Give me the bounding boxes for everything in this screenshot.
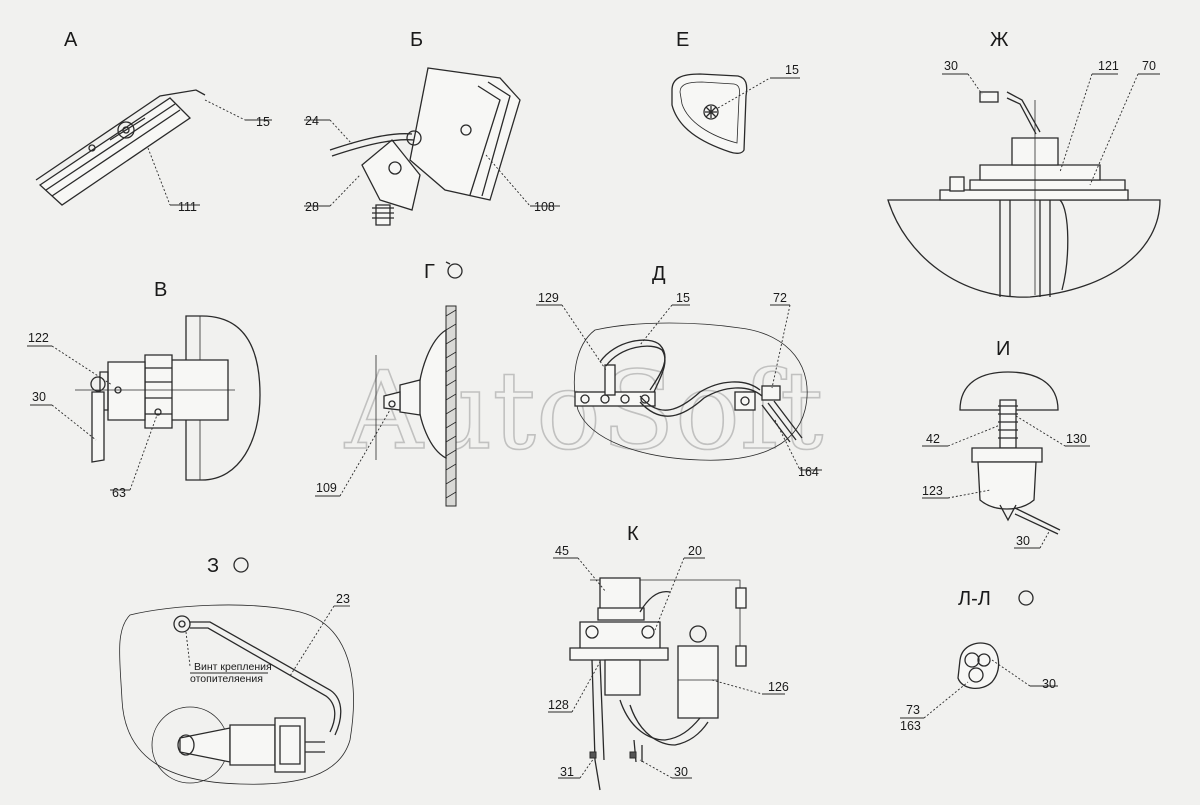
view-g-callout-109: 109 <box>316 481 337 495</box>
view-zh-label: Ж <box>990 29 1009 51</box>
view-i-callout-123: 123 <box>922 484 943 498</box>
view-z-callout-23: 23 <box>336 592 350 606</box>
view-k-callout-20: 20 <box>688 544 702 558</box>
view-e: Е 15 <box>671 29 800 154</box>
view-e-callout-15: 15 <box>785 63 799 77</box>
view-i-callout-30: 30 <box>1016 534 1030 548</box>
view-v: В 122 30 63 <box>27 279 261 500</box>
view-d-part <box>573 322 808 461</box>
view-v-part <box>75 315 261 481</box>
view-e-part <box>671 73 748 154</box>
view-g: Г 109 <box>315 261 463 507</box>
view-b-callout-28: 28 <box>305 200 319 214</box>
view-zh: Ж 30 121 70 <box>887 29 1161 298</box>
view-z-note-line2: отопителяения <box>190 673 263 685</box>
view-v-label: В <box>154 279 167 301</box>
view-i-label: И <box>996 338 1010 360</box>
view-d: Д 129 15 72 164 <box>536 263 822 479</box>
view-k-callout-31: 31 <box>560 765 574 779</box>
view-a-label: А <box>64 29 78 51</box>
view-l-label: Л-Л <box>958 588 991 610</box>
view-k-callout-45: 45 <box>555 544 569 558</box>
view-z-label: З <box>207 555 219 577</box>
view-d-callout-15: 15 <box>676 291 690 305</box>
view-z-part <box>119 604 354 785</box>
view-k-label: К <box>627 523 639 545</box>
view-k-part <box>569 577 747 791</box>
view-d-callout-164: 164 <box>798 465 819 479</box>
view-b-callout-108: 108 <box>534 200 555 214</box>
view-l-part <box>957 642 1000 689</box>
view-g-label: Г <box>424 261 435 283</box>
view-zh-callout-30: 30 <box>944 59 958 73</box>
view-v-callout-63: 63 <box>112 486 126 500</box>
view-l-callout-30: 30 <box>1042 677 1056 691</box>
view-zh-part <box>887 91 1161 298</box>
view-a: А 15 111 <box>35 29 272 214</box>
view-v-callout-122: 122 <box>28 331 49 345</box>
view-i-callout-42: 42 <box>926 432 940 446</box>
view-b-label: Б <box>410 29 423 51</box>
view-b: Б 24 28 108 <box>304 29 560 226</box>
view-b-callout-24: 24 <box>305 114 319 128</box>
view-a-callout-15: 15 <box>256 115 270 129</box>
view-i: И 42 130 123 30 <box>922 338 1090 549</box>
view-i-part <box>959 371 1061 535</box>
view-z: З Винт крепления отопителяения 23 <box>119 555 354 785</box>
view-zh-callout-70: 70 <box>1142 59 1156 73</box>
view-e-label: Е <box>676 29 689 51</box>
view-l: Л-Л 30 73 163 <box>900 588 1058 733</box>
view-i-callout-130: 130 <box>1066 432 1087 446</box>
view-k-callout-128: 128 <box>548 698 569 712</box>
view-zh-callout-121: 121 <box>1098 59 1119 73</box>
view-a-part <box>35 89 206 206</box>
rotation-icon-z <box>233 557 249 573</box>
view-z-note-line1: Винт крепления <box>194 661 272 673</box>
view-g-part <box>375 305 457 507</box>
view-d-callout-72: 72 <box>773 291 787 305</box>
view-d-label: Д <box>652 263 666 285</box>
rotation-icon-g <box>447 263 463 279</box>
view-a-callout-111: 111 <box>178 200 197 214</box>
view-v-callout-30: 30 <box>32 390 46 404</box>
view-l-callout-73: 73 <box>906 703 920 717</box>
view-k: К 45 20 <box>548 523 789 791</box>
view-l-callout-163: 163 <box>900 719 921 733</box>
view-b-part <box>329 67 521 226</box>
view-k-callout-30: 30 <box>674 765 688 779</box>
rotation-icon-l <box>1018 590 1034 606</box>
view-d-callout-129: 129 <box>538 291 559 305</box>
view-k-callout-126: 126 <box>768 680 789 694</box>
